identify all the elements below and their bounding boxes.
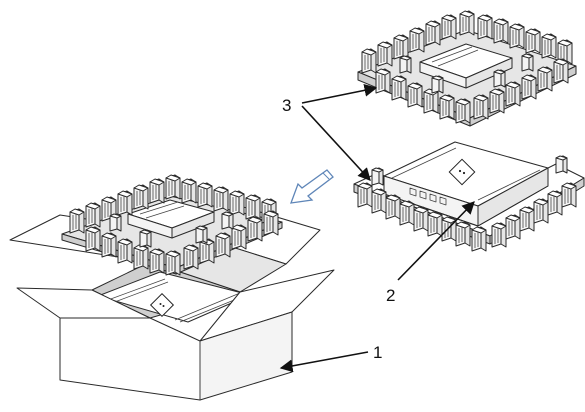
foam-tray-left	[61, 174, 283, 276]
callout-number-3: 3	[282, 96, 291, 115]
callout-3: 3	[282, 84, 378, 181]
foam-tray-bottom-right	[353, 155, 585, 252]
hollow-direction-arrow	[290, 169, 334, 204]
box-front-face	[59, 317, 201, 401]
callout-number-2: 2	[386, 286, 395, 305]
callout-number-1: 1	[373, 343, 382, 362]
diamond-label-icon	[448, 158, 476, 186]
callout-1: 1	[279, 343, 382, 373]
diamond-label-icon	[149, 292, 175, 318]
callout-2: 2	[386, 201, 475, 305]
foam-tray-top-right	[357, 10, 577, 127]
